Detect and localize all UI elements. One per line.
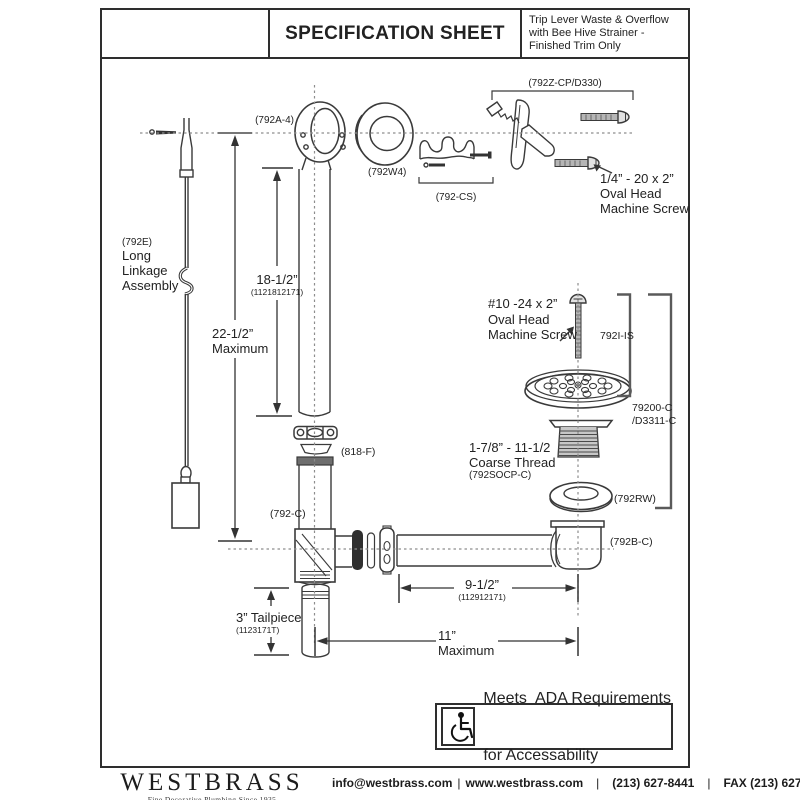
part-label-strainer-kit: 79200-C /D3311-C (632, 402, 676, 428)
part-label-rubber-washer: (792RW) (614, 493, 656, 505)
ada-line2: for Accessability (483, 746, 599, 764)
separator: | (596, 776, 600, 790)
linkage-code: (792E) (122, 237, 153, 248)
drain-elbow-drawing (550, 520, 605, 570)
linkage-word3: Assembly (122, 278, 179, 293)
waste-pipe-drawing (396, 534, 552, 567)
dim-9-drawing (398, 574, 579, 603)
linkage-word2: Linkage (122, 263, 168, 278)
part-label-strainer-screw: 792I-IS (600, 330, 634, 342)
slip-nut-drawing (352, 525, 395, 575)
rubber-washer-drawing (549, 481, 613, 513)
thread-type: Coarse Thread (469, 454, 556, 470)
dim-11-value: 11” (438, 628, 456, 643)
contact-fax: FAX (213) 627-2844 (723, 776, 800, 790)
contact-phone: (213) 627-8441 (612, 776, 695, 790)
screw-10-size: #10 -24 x 2” (488, 296, 558, 311)
part-label-drain-elbow: (792B-C) (610, 536, 653, 548)
page-title: SPECIFICATION SHEET (285, 22, 505, 44)
ada-text: Meets ADA Requirements for Accessability (483, 651, 671, 800)
contact-bar: info@westbrass.com | www.westbrass.com |… (332, 776, 800, 790)
screw-quarter-size: 1/4” - 20 x 2” (600, 171, 674, 186)
pivot-pin-drawing (149, 129, 176, 135)
brand-tagline: Fine Decorative Plumbing Since 1935 (147, 795, 277, 800)
screw-10-type1: Oval Head (488, 311, 550, 327)
header-row: SPECIFICATION SHEET Trip Lever Waste & O… (102, 10, 688, 59)
part-label-tee: (792-C) (270, 508, 306, 520)
dim-11-maximum: Maximum (438, 643, 495, 658)
dim-3-label: 3” Tailpiece (1123171T) (236, 610, 302, 635)
part-label-overflow-flange: (792A-4) (255, 115, 294, 126)
header-title-cell: SPECIFICATION SHEET (270, 10, 522, 57)
linkage-label: (792E) Long Linkage Assembly (122, 237, 178, 293)
dim-11-drawing (314, 627, 579, 656)
product-description: Trip Lever Waste & Overflow with Bee Hiv… (529, 14, 669, 52)
screw-quarter-label: 1/4” - 20 x 2” Oval Head Machine Screw (600, 171, 689, 216)
dim-22-drawing (218, 132, 252, 542)
dim-18-drawing (256, 167, 293, 417)
trip-lever-trim-drawing (486, 90, 634, 174)
dim-22-value: 22-1/2” (212, 326, 254, 341)
centerlines (140, 85, 634, 645)
part-label-trim-kit: (792Z-CP/D330) (528, 78, 602, 89)
wheelchair-icon (441, 707, 476, 746)
dim-3-code: (1123171T) (236, 625, 280, 635)
dim-18-code: (1121812171) (250, 287, 304, 297)
sheet-frame: SPECIFICATION SHEET Trip Lever Waste & O… (100, 8, 690, 768)
thread-label: 1-7/8” - 11-1/2 Coarse Thread (792SOCP-C… (469, 440, 556, 481)
brand-logo: WESTBRASS (120, 769, 304, 796)
separator: | (707, 776, 711, 790)
screw-quarter-type1: Oval Head (600, 186, 662, 201)
drain-body-drawing (548, 419, 614, 458)
strainer-kit-code2: /D3311-C (632, 415, 677, 427)
dim-9-label: 9-1/2” (112912171) (452, 577, 512, 602)
ada-line1: Meets ADA Requirements (483, 689, 671, 707)
dim-22-maximum: Maximum (212, 341, 269, 356)
part-label-gasket: (818-F) (341, 446, 376, 458)
screw-quarter-type2: Machine Screw (600, 201, 689, 216)
linkage-word1: Long (122, 248, 151, 263)
ada-compliance-box: Meets ADA Requirements for Accessability (435, 690, 673, 764)
strainer-kit-code1: 79200-C (632, 402, 673, 414)
dim-9-code: (112912171) (458, 592, 506, 602)
thread-code: (792SOCP-C) (469, 470, 532, 481)
dim-3-drawing (254, 587, 289, 656)
contact-email: info@westbrass.com (332, 776, 453, 790)
dim-9-value: 9-1/2” (465, 577, 499, 592)
overflow-gasket-drawing (354, 102, 414, 166)
dim-18-label: 18-1/2” (1121812171) (248, 272, 306, 297)
clamp-set-drawing (418, 136, 494, 184)
dim-18-value: 18-1/2” (256, 272, 298, 287)
part-label-clamp-set: (792-CS) (435, 192, 477, 203)
dim-11-label: 11” Maximum (438, 628, 494, 658)
screw-10-label: #10 -24 x 2” Oval Head Machine Screw (488, 296, 577, 343)
overflow-elbow-drawing (294, 101, 346, 171)
thread-size: 1-7/8” - 11-1/2 (469, 440, 551, 455)
separator: | (457, 776, 461, 790)
dim-3-value: 3” Tailpiece (236, 610, 302, 625)
header-empty-cell (102, 10, 270, 57)
dim-22-label: 22-1/2” Maximum (212, 326, 268, 356)
grouping-brackets (617, 293, 673, 510)
part-label-overflow-gasket: (792W4) (368, 167, 407, 178)
linkage-assembly-drawing (171, 118, 200, 529)
contact-website: www.westbrass.com (465, 776, 584, 790)
screw-10-type2: Machine Screw (488, 327, 577, 342)
